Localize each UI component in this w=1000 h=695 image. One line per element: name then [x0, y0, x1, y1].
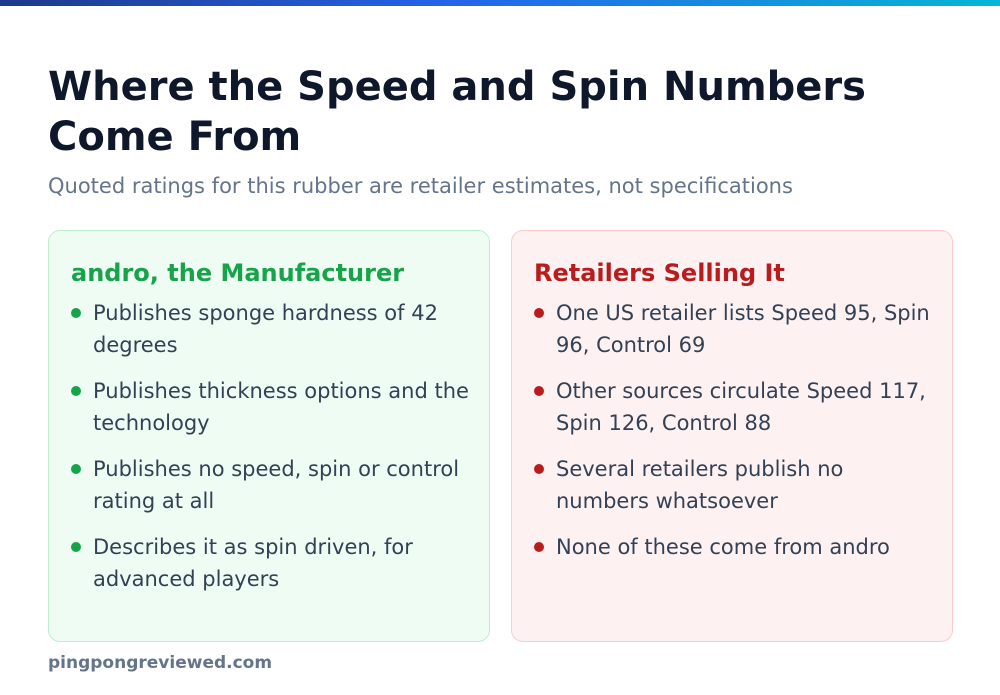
list-item-text: Publishes no speed, spin or control rati…: [93, 457, 460, 513]
list-item-text: Other sources circulate Speed 117, Spin …: [556, 379, 926, 435]
retailers-list: One US retailer lists Speed 95, Spin 96,…: [534, 297, 932, 563]
bullet-dot-icon: [71, 464, 81, 474]
list-item: Several retailers publish no numbers wha…: [534, 453, 932, 517]
list-item-text: Publishes sponge hardness of 42 degrees: [93, 301, 438, 357]
list-item: None of these come from andro: [534, 531, 932, 563]
bullet-dot-icon: [71, 308, 81, 318]
list-item: Publishes no speed, spin or control rati…: [71, 453, 469, 517]
retailers-heading: Retailers Selling It: [534, 259, 785, 287]
page-title: Where the Speed and Spin Numbers Come Fr…: [48, 64, 866, 160]
list-item: Describes it as spin driven, for advance…: [71, 531, 469, 595]
site-footer-credit: pingpongreviewed.com: [48, 653, 273, 673]
list-item-text: Describes it as spin driven, for advance…: [93, 535, 413, 591]
bullet-dot-icon: [71, 386, 81, 396]
top-accent-bar: [0, 0, 1000, 6]
list-item-text: Several retailers publish no numbers wha…: [556, 457, 844, 513]
manufacturer-panel: andro, the Manufacturer Publishes sponge…: [48, 230, 490, 642]
bullet-dot-icon: [534, 308, 544, 318]
page-subtitle: Quoted ratings for this rubber are retai…: [48, 174, 793, 198]
list-item: One US retailer lists Speed 95, Spin 96,…: [534, 297, 932, 361]
manufacturer-list: Publishes sponge hardness of 42 degrees …: [71, 297, 469, 595]
list-item: Other sources circulate Speed 117, Spin …: [534, 375, 932, 439]
list-item: Publishes thickness options and the tech…: [71, 375, 469, 439]
retailers-panel: Retailers Selling It One US retailer lis…: [511, 230, 953, 642]
bullet-dot-icon: [71, 542, 81, 552]
list-item-text: One US retailer lists Speed 95, Spin 96,…: [556, 301, 930, 357]
bullet-dot-icon: [534, 542, 544, 552]
list-item: Publishes sponge hardness of 42 degrees: [71, 297, 469, 361]
list-item-text: Publishes thickness options and the tech…: [93, 379, 469, 435]
bullet-dot-icon: [534, 386, 544, 396]
bullet-dot-icon: [534, 464, 544, 474]
manufacturer-heading: andro, the Manufacturer: [71, 259, 405, 287]
list-item-text: None of these come from andro: [556, 535, 890, 559]
